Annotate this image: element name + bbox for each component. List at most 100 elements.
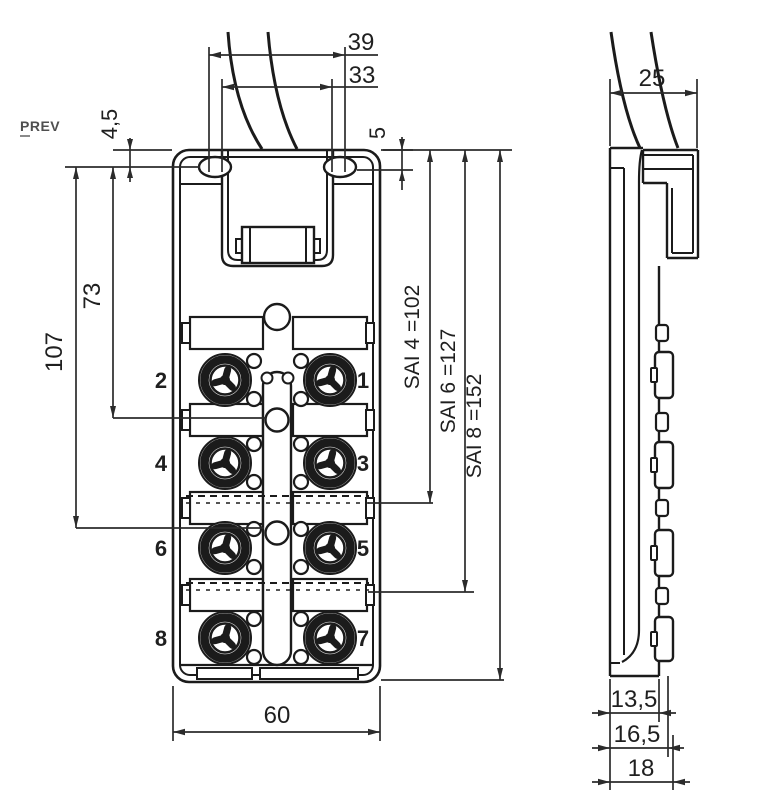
arrowhead [209, 51, 221, 59]
channel-hole [264, 520, 290, 546]
arrowhead [73, 167, 79, 179]
connector-number-4: 4 [155, 451, 168, 476]
dim-label-39: 39 [348, 29, 375, 56]
side-view-cables [609, 31, 680, 149]
pocket-notch [365, 322, 375, 344]
prev-link[interactable]: PREV [20, 118, 60, 137]
arrowhead [497, 150, 503, 162]
dim-label-73: 73 [79, 283, 106, 310]
arrowhead [427, 491, 433, 503]
label-pockets [181, 315, 375, 613]
connector-port-8 [199, 612, 251, 664]
channel-outline [261, 370, 293, 667]
small-holes [245, 352, 310, 666]
bump-notch [650, 631, 658, 647]
arrowhead [333, 51, 345, 59]
small-hole [292, 558, 310, 576]
dim-label-107: 107 [41, 332, 68, 372]
connector-number-8: 8 [155, 626, 167, 651]
small-bump [654, 323, 670, 343]
small-hole [245, 610, 263, 628]
label-pocket [188, 402, 265, 438]
connector-number-5: 5 [357, 536, 369, 561]
dim-label-sai8: SAI 8 =152 [463, 374, 486, 479]
dim-label-13-5: 13,5 [611, 686, 658, 713]
bump-notch [650, 457, 658, 473]
channel-mouth-hole [281, 371, 295, 385]
small-hole [245, 435, 263, 453]
dim-label-16-5: 16,5 [614, 721, 661, 748]
pocket-notch [181, 497, 191, 519]
arrowhead [127, 139, 133, 150]
small-hole [292, 648, 310, 666]
connector-port-7 [304, 612, 356, 664]
connector-port-4 [199, 437, 251, 489]
small-hole [292, 473, 310, 491]
bottom-strip-window [196, 667, 253, 680]
small-hole [245, 352, 263, 370]
label-pocket [291, 315, 369, 351]
arrowhead [598, 744, 610, 752]
small-hole [245, 520, 263, 538]
channel-holes [260, 371, 295, 546]
label-pocket [291, 402, 369, 438]
module-plate [240, 225, 316, 265]
connector-port-3 [304, 437, 356, 489]
connector-number-6: 6 [155, 536, 167, 561]
small-hole [292, 352, 310, 370]
dim-label-25: 25 [639, 65, 666, 92]
cable-line [609, 31, 642, 149]
arrowhead [127, 167, 133, 178]
hidden-edge-lines [186, 495, 369, 591]
small-hole [292, 610, 310, 628]
bump-notch [650, 545, 658, 561]
center-channel [261, 370, 293, 667]
dim-label-4-5: 4,5 [97, 109, 122, 140]
connector-number-1: 1 [357, 368, 369, 393]
pocket-notch [365, 584, 375, 606]
channel-hole [264, 407, 290, 433]
small-hole [292, 390, 310, 408]
mounting-slot-left [197, 155, 233, 179]
arrowhead [685, 89, 697, 97]
pocket-notch [365, 497, 375, 519]
arrowhead [598, 778, 610, 786]
arrowhead [673, 778, 685, 786]
arrowhead [399, 170, 405, 181]
dim-label-33: 33 [349, 62, 376, 89]
arrowhead [462, 580, 468, 592]
front-view-dimensions: 39 33 4,5 5 107 73 SAI 4 =102 [41, 29, 512, 741]
dim-label-sai6: SAI 6 =127 [437, 329, 460, 434]
arrowhead [368, 728, 380, 736]
label-pocket [188, 315, 265, 351]
connector-port-2 [199, 354, 251, 406]
side-view-dimensions: 25 13,5 16,5 18 [592, 65, 698, 790]
pocket-notch [181, 584, 191, 606]
cable-line [226, 31, 264, 150]
side-top-bracket [641, 148, 700, 260]
small-hole [292, 520, 310, 538]
small-hole [292, 435, 310, 453]
arrowhead [427, 150, 433, 162]
prev-link-first-letter: P [20, 118, 30, 137]
front-view-body [171, 148, 382, 684]
arrowhead [173, 728, 185, 736]
pocket-notch [181, 409, 191, 431]
connector-number-3: 3 [357, 451, 369, 476]
connector-numbers: 2 1 4 3 6 5 8 7 [155, 368, 369, 651]
arrowhead [598, 709, 610, 717]
dim-label-60: 60 [264, 702, 291, 729]
connector-number-7: 7 [357, 626, 369, 651]
arrowhead [320, 83, 332, 91]
arrowhead [110, 167, 116, 179]
module-tab-left [235, 238, 243, 254]
center-hole-top [262, 302, 292, 332]
side-cable-channel [621, 149, 644, 663]
module-tab-right [313, 238, 321, 254]
side-connector-bumps [650, 323, 675, 663]
connector-port-1 [304, 354, 356, 406]
top-recess-outer [220, 151, 335, 268]
connector-port-5 [304, 522, 356, 574]
small-hole [245, 558, 263, 576]
housing-outline [171, 148, 382, 684]
